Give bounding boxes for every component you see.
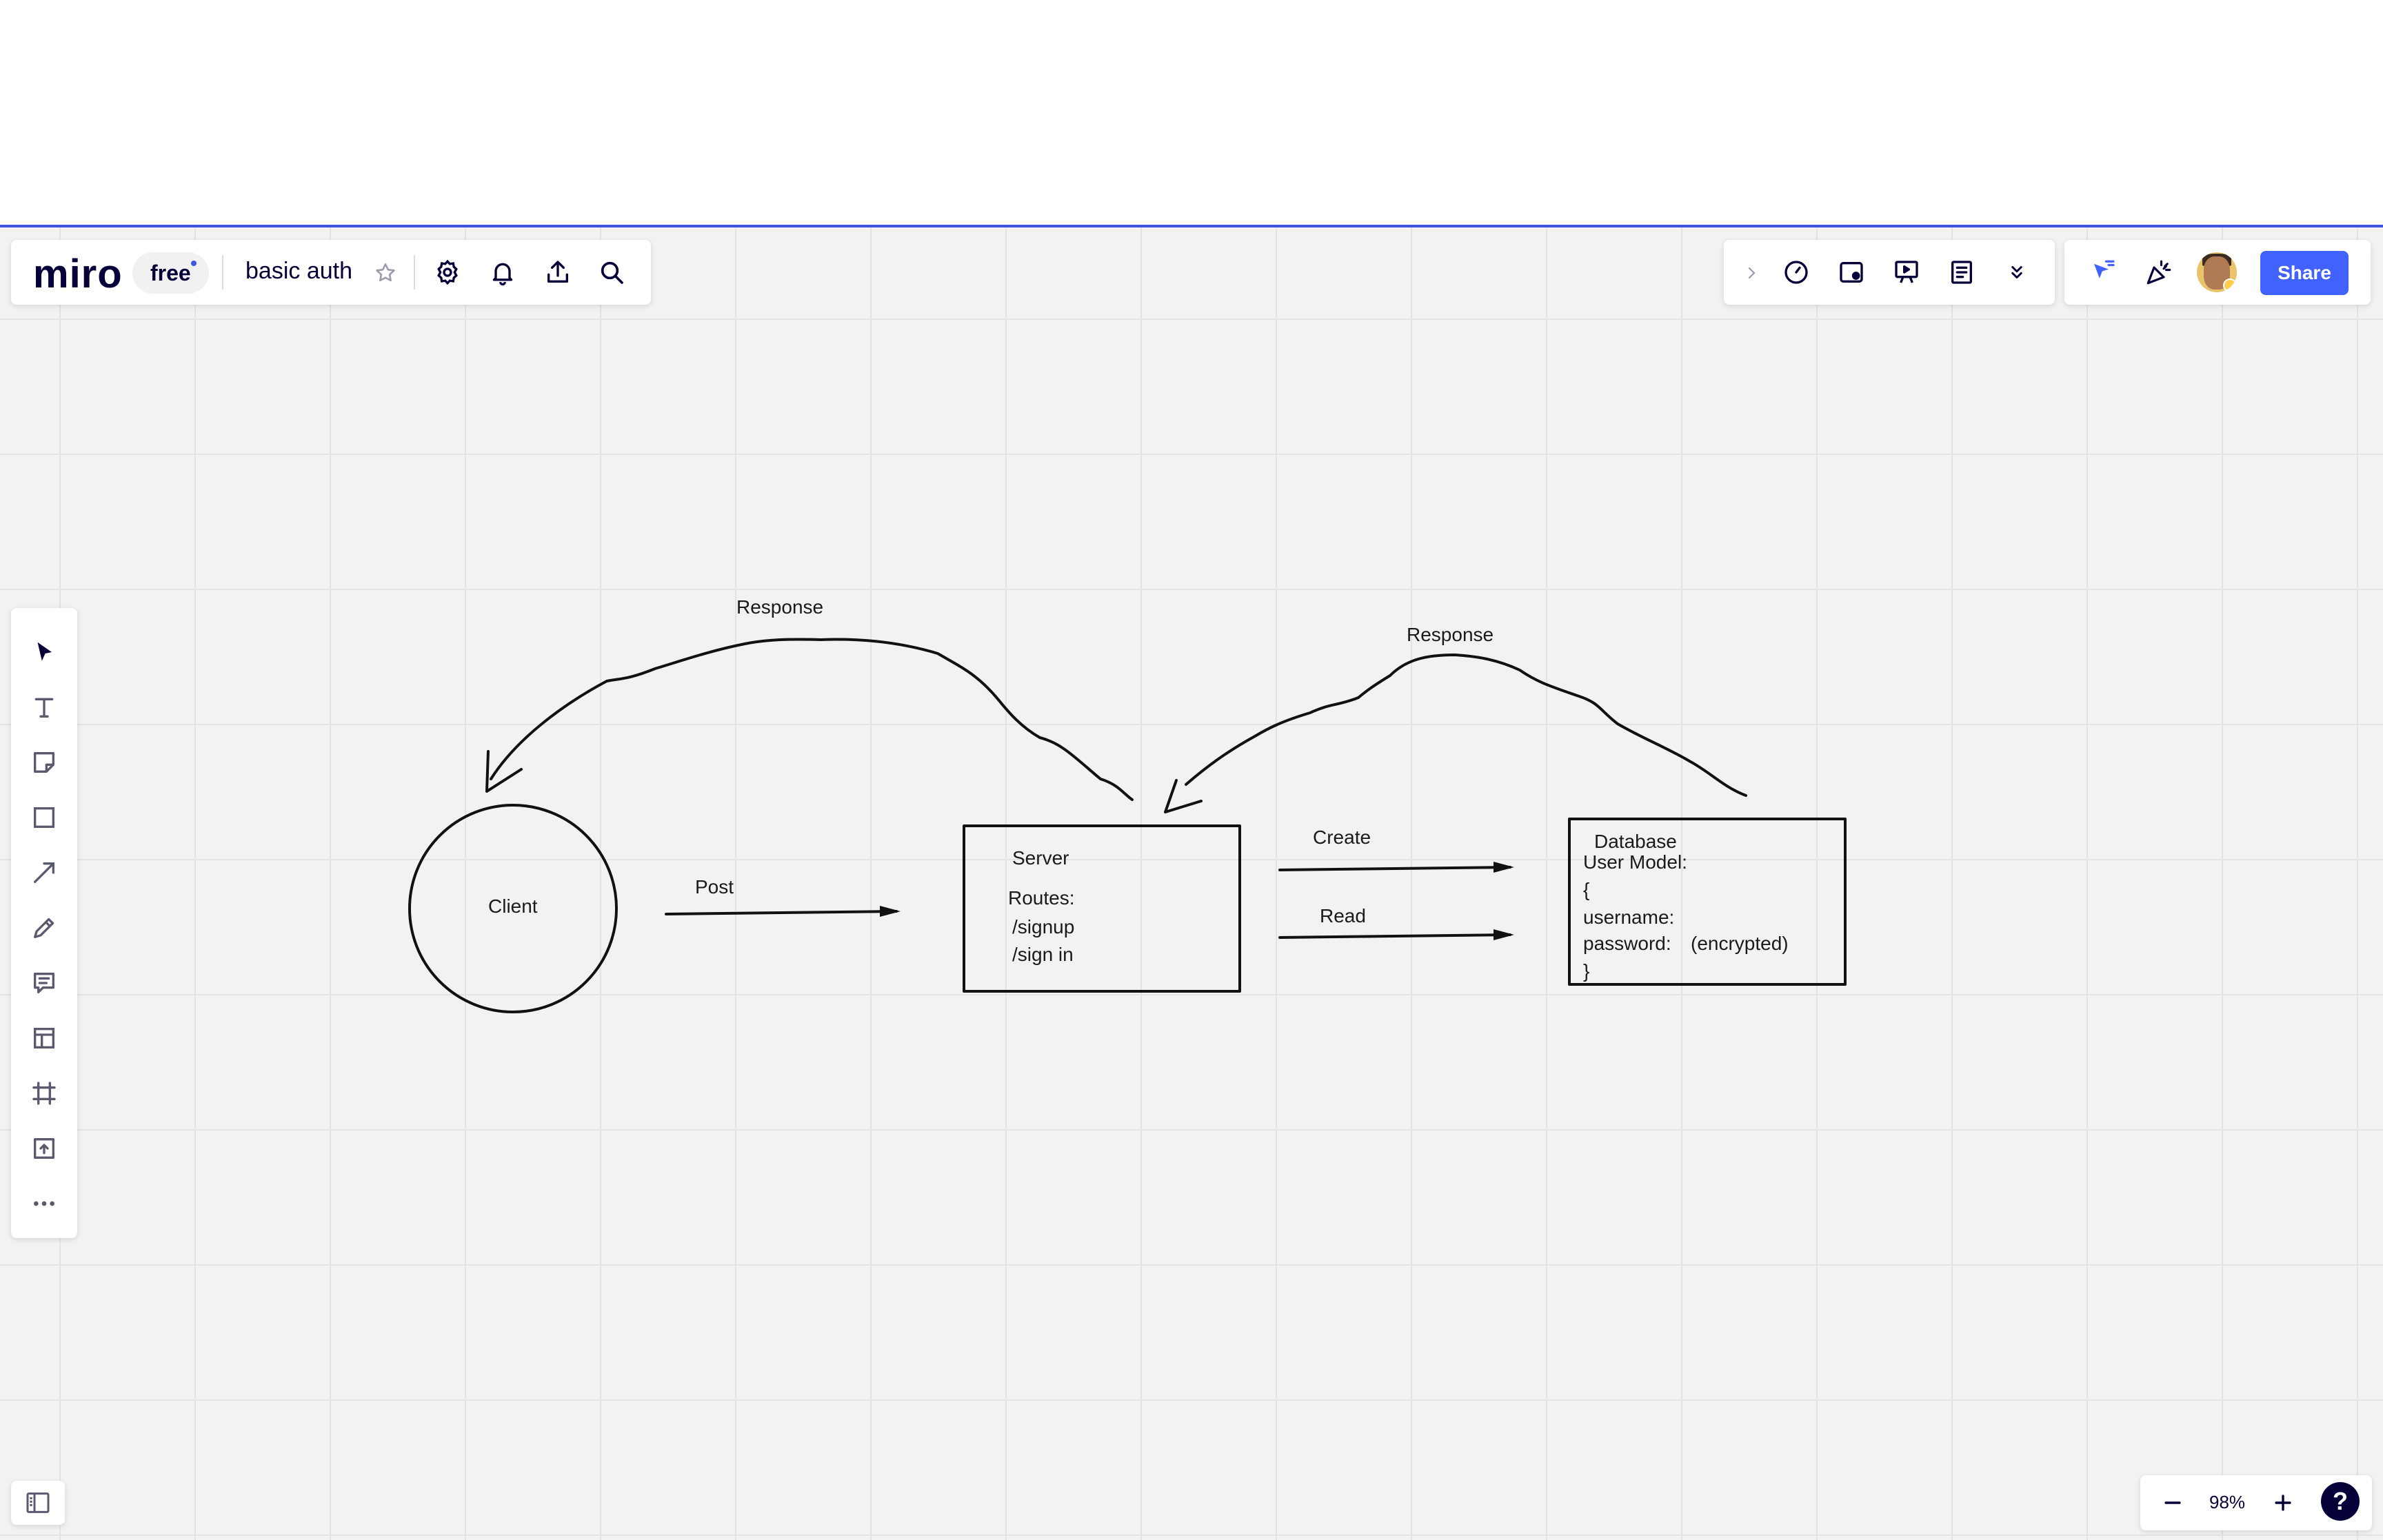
board-title[interactable]: basic auth <box>245 258 352 284</box>
response-right-arrowhead <box>1164 779 1203 813</box>
reactions-cursor-icon[interactable] <box>2087 255 2121 290</box>
response-left-curve[interactable] <box>490 638 1134 801</box>
server-label[interactable]: Server <box>1012 847 1069 869</box>
response-left-label[interactable]: Response <box>736 596 823 618</box>
db-line-user-model[interactable]: User Model: <box>1583 851 1687 873</box>
db-line-encrypted[interactable]: (encrypted) <box>1691 933 1789 954</box>
read-label[interactable]: Read <box>1320 905 1366 926</box>
comment-tool-icon[interactable] <box>25 964 63 1002</box>
top-blank-area <box>0 0 2383 225</box>
avatar[interactable] <box>2197 252 2237 292</box>
plan-badge[interactable]: free <box>132 252 209 294</box>
sidebar-toggle-panel <box>11 1481 65 1525</box>
connector-tool-icon[interactable] <box>25 853 63 892</box>
response-right-curve[interactable] <box>1185 654 1747 797</box>
create-label[interactable]: Create <box>1313 827 1371 848</box>
share-button[interactable]: Share <box>2260 251 2349 295</box>
database-title[interactable]: Database <box>1594 831 1677 852</box>
response-right-label[interactable]: Response <box>1407 624 1494 645</box>
plan-badge-dot <box>190 261 197 266</box>
sidebar-toggle-icon[interactable] <box>21 1486 55 1519</box>
miro-logo[interactable]: miro <box>33 252 123 296</box>
read-arrow[interactable] <box>1278 933 1511 939</box>
presentation-icon[interactable] <box>1889 255 1924 290</box>
celebrate-icon[interactable] <box>2142 255 2176 290</box>
db-line-open-brace[interactable]: { <box>1583 879 1589 900</box>
text-tool-icon[interactable] <box>25 688 63 727</box>
post-arrowhead <box>880 906 901 917</box>
read-arrowhead <box>1494 929 1514 940</box>
bell-icon[interactable] <box>485 255 520 290</box>
more-chevron-icon[interactable] <box>2000 255 2034 290</box>
select-tool-icon[interactable] <box>25 633 63 671</box>
help-button[interactable]: ? <box>2321 1482 2360 1521</box>
collab-toolbar <box>1724 240 2055 305</box>
sticky-note-tool-icon[interactable] <box>25 743 63 782</box>
divider <box>414 255 415 290</box>
client-label[interactable]: Client <box>488 895 538 917</box>
pen-tool-icon[interactable] <box>25 909 63 947</box>
post-label[interactable]: Post <box>695 876 734 898</box>
top-accent-line <box>0 225 2383 227</box>
zoom-in-icon[interactable] <box>2266 1486 2300 1519</box>
server-route-signin[interactable]: /sign in <box>1012 944 1074 965</box>
diagram[interactable]: Client Server Routes: /signup /sign in D… <box>0 227 2383 1540</box>
server-box[interactable] <box>963 824 1241 993</box>
zoom-out-icon[interactable] <box>2155 1486 2190 1519</box>
search-icon[interactable] <box>594 255 629 290</box>
timer-icon[interactable] <box>1779 255 1813 290</box>
notes-icon[interactable] <box>1944 255 1979 290</box>
db-line-password[interactable]: password: <box>1583 933 1671 954</box>
chevron-right-icon[interactable] <box>1739 258 1764 288</box>
divider <box>222 255 223 290</box>
settings-icon[interactable] <box>430 255 465 290</box>
zoom-level[interactable]: 98% <box>2209 1492 2246 1512</box>
templates-tool-icon[interactable] <box>25 1019 63 1057</box>
db-line-username[interactable]: username: <box>1583 906 1674 928</box>
create-arrow[interactable] <box>1278 866 1511 871</box>
create-arrowhead <box>1494 862 1514 873</box>
frame-tool-icon[interactable] <box>25 1074 63 1113</box>
more-tools-icon[interactable] <box>25 1184 63 1223</box>
client-circle[interactable] <box>408 804 618 1013</box>
star-icon[interactable] <box>370 258 401 288</box>
database-box[interactable] <box>1568 818 1847 986</box>
post-arrow[interactable] <box>665 910 898 915</box>
upload-icon[interactable] <box>541 255 575 290</box>
plan-badge-label: free <box>150 260 191 285</box>
response-left-arrowhead <box>485 750 523 793</box>
server-routes-title[interactable]: Routes: <box>1008 887 1075 909</box>
board-canvas[interactable] <box>0 227 2383 1540</box>
card-icon[interactable] <box>1834 255 1869 290</box>
db-line-close-brace[interactable]: } <box>1583 960 1589 982</box>
shape-tool-icon[interactable] <box>25 798 63 837</box>
upload-tool-icon[interactable] <box>25 1129 63 1168</box>
server-route-signup[interactable]: /signup <box>1012 916 1074 938</box>
top-left-panel <box>11 240 651 305</box>
